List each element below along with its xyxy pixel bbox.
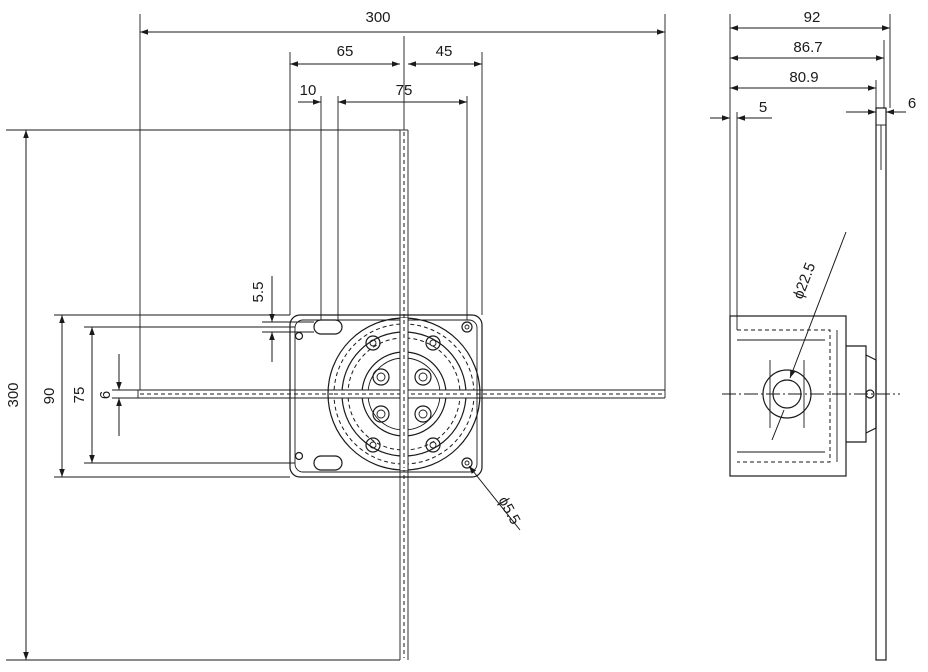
front-extension-lines — [6, 14, 666, 661]
dim-overall-depth: 92 — [804, 9, 821, 26]
dim-slot-height: 5.5 — [250, 282, 267, 303]
head-screws — [365, 335, 441, 453]
side-extension-lines — [729, 14, 891, 330]
dim-overall-width: 300 — [365, 9, 390, 26]
dim-overall-height: 300 — [5, 382, 22, 407]
dim-depth-3: 80.9 — [789, 69, 818, 86]
switch-base — [289, 314, 483, 478]
mounting-hole-tr — [461, 321, 473, 333]
dim-lever-thickness: 5 — [759, 99, 767, 116]
dim-hole-spacing: 75 — [396, 82, 413, 99]
rotary-head — [327, 317, 481, 471]
dim-rod-thickness: 6 — [97, 391, 114, 399]
front-view: 300 65 45 10 75 300 90 75 6 5.5 ϕ5. — [5, 9, 666, 661]
mounting-slot-bottom — [313, 455, 343, 471]
dim-hole-diameter: ϕ5.5 — [495, 494, 524, 528]
dim-depth-2: 86.7 — [793, 39, 822, 56]
dim-left-to-center: 65 — [337, 43, 354, 60]
dim-conduit-diameter: ϕ22.5 — [790, 260, 819, 301]
dim-slot-width: 10 — [300, 82, 317, 99]
side-lever-plate — [875, 107, 887, 661]
side-housing — [729, 315, 877, 477]
dim-hole-vertical: 75 — [71, 387, 88, 404]
dim-plate-thickness: 6 — [908, 95, 916, 112]
corner-hole-tl — [294, 331, 304, 341]
corner-hole-bl — [294, 451, 304, 461]
dim-base-height: 90 — [41, 388, 58, 405]
mounting-hole-br — [461, 457, 473, 469]
side-view: 92 86.7 80.9 5 6 ϕ22.5 — [710, 9, 916, 661]
dim-center-to-right: 45 — [436, 43, 453, 60]
mounting-slot-top — [313, 319, 343, 335]
